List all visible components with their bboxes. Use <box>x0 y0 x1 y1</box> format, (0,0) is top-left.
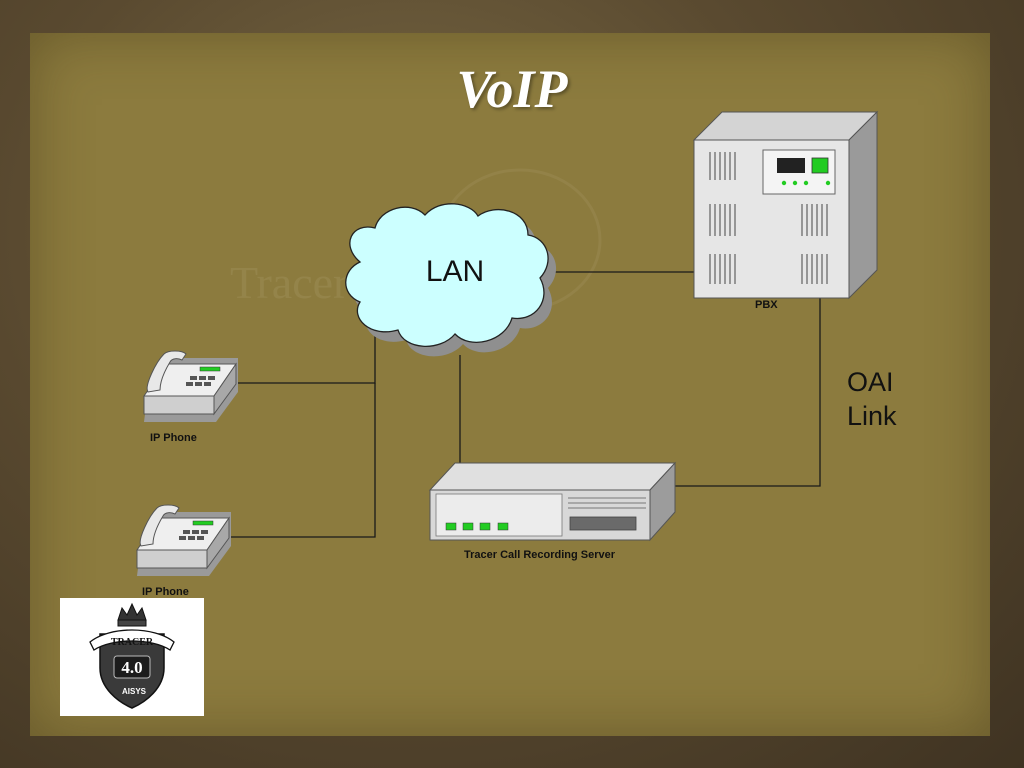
tracer-logo: TRACER 4.0 AISYS <box>60 598 204 716</box>
pbx-label: PBX <box>755 299 778 311</box>
ip-phone-icon <box>136 504 231 576</box>
server-drive-slot <box>569 516 637 531</box>
pbx-display <box>777 158 805 173</box>
lan-label: LAN <box>425 255 485 288</box>
server-grille <box>568 497 646 509</box>
server-led <box>479 522 491 531</box>
pbx-top <box>692 111 879 141</box>
oai-link-line <box>675 298 821 487</box>
pbx-led <box>825 180 831 186</box>
lan-cloud-body <box>345 203 549 347</box>
pbx-led <box>803 180 809 186</box>
pbx-side <box>848 110 878 300</box>
page-title: VoIP <box>456 59 568 119</box>
server-label: Tracer Call Recording Server <box>464 549 616 561</box>
ip-phone-2-label: IP Phone <box>142 586 189 598</box>
link-phone2-lan <box>230 383 376 538</box>
recording-server-icon <box>428 461 677 542</box>
link-phone1-lan <box>236 335 376 384</box>
oai-label-line-2: Link <box>847 401 897 431</box>
pbx-led <box>781 180 787 186</box>
tracer-crest-icon: TRACER 4.0 AISYS <box>89 602 175 709</box>
connection-lines <box>230 271 821 538</box>
lan-cloud <box>345 203 557 357</box>
server-led <box>462 522 474 531</box>
logo-brand: AISYS <box>122 687 147 696</box>
oai-label-line-1: OAI <box>847 367 894 397</box>
logo-version: 4.0 <box>121 658 142 677</box>
pbx-icon <box>692 110 879 300</box>
server-led <box>497 522 509 531</box>
ip-phone-icon <box>143 350 238 422</box>
server-led <box>445 522 457 531</box>
pbx-indicator <box>811 157 829 174</box>
oai-link-label: OAI Link <box>847 365 897 433</box>
logo-ribbon-text: TRACER <box>111 637 154 648</box>
ip-phone-1-label: IP Phone <box>150 432 197 444</box>
pbx-led <box>792 180 798 186</box>
pbx-vents <box>709 152 828 284</box>
server-top <box>428 462 677 491</box>
